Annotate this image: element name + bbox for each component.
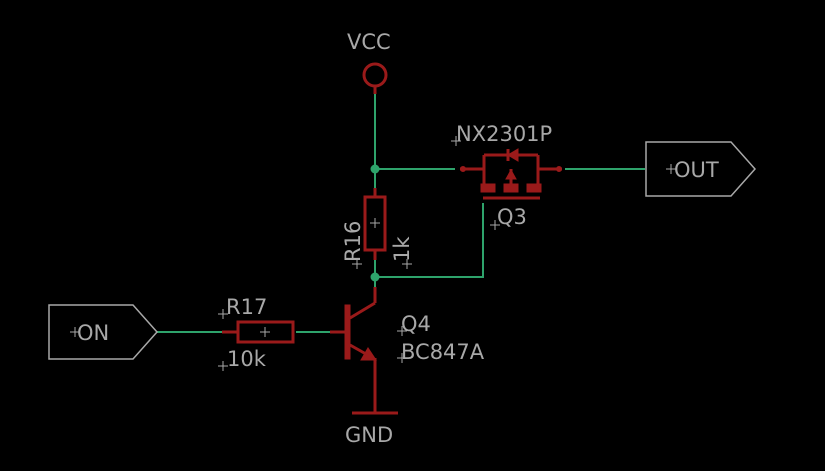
- r16-ref-label: R16: [341, 221, 365, 262]
- q4-emitter-arrow-icon: [360, 347, 377, 361]
- q4-part-label: BC847A: [401, 340, 485, 364]
- q3-ref-label: Q3: [497, 205, 527, 229]
- gnd-symbol[interactable]: GND: [345, 360, 398, 447]
- q3-channel-seg-2: [503, 183, 519, 193]
- junction-collector: [370, 272, 380, 282]
- vcc-symbol[interactable]: VCC: [347, 30, 391, 94]
- r17-value-label: 10k: [227, 347, 267, 371]
- q4-ref-label: Q4: [401, 312, 431, 336]
- q3-channel-seg-1: [480, 183, 496, 193]
- q3-part-label: NX2301P: [456, 122, 552, 146]
- q3-diode-icon: [507, 148, 519, 162]
- q3-channel-seg-3: [526, 183, 542, 193]
- out-port-label: OUT: [674, 158, 719, 182]
- r17-body: [236, 320, 295, 344]
- on-port-shape: [48, 304, 159, 360]
- vcc-ring-icon: [362, 62, 388, 88]
- q4-transistor[interactable]: Q4 BC847A: [330, 287, 485, 370]
- r16-value-label: 1k: [390, 236, 414, 262]
- out-port[interactable]: OUT: [645, 141, 757, 197]
- junction-vcc: [370, 164, 380, 174]
- on-port[interactable]: ON: [48, 304, 159, 360]
- nets: [157, 88, 645, 333]
- q4-base-bar: [344, 304, 351, 360]
- r16-resistor[interactable]: R16 1k: [341, 188, 414, 269]
- r17-ref-label: R17: [226, 295, 267, 319]
- q3-mosfet[interactable]: NX2301P Q3: [451, 122, 562, 230]
- gnd-label: GND: [345, 423, 393, 447]
- on-port-label: ON: [77, 321, 109, 345]
- r17-resistor[interactable]: R17 10k: [218, 295, 295, 371]
- vcc-label: VCC: [347, 30, 391, 54]
- out-port-shape: [645, 141, 757, 197]
- net-q3-gate[interactable]: [375, 203, 484, 278]
- q3-arrow-icon: [505, 168, 517, 180]
